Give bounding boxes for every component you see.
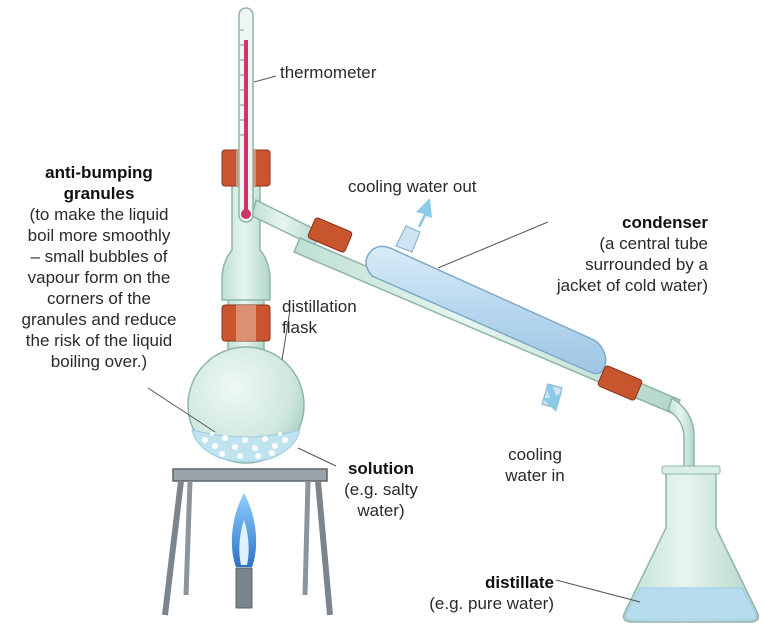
granules-desc-8: boiling over.) <box>50 352 148 371</box>
flask-label-1: distillation <box>282 297 357 316</box>
distillation-flask <box>187 297 305 464</box>
receiving-flask <box>622 465 760 623</box>
distillate-title: distillate <box>485 573 554 592</box>
cooling-water-out-arrow <box>416 198 432 228</box>
thermometer <box>238 7 254 223</box>
granules-desc-4: vapour form on the <box>27 268 171 287</box>
cooling-in-1: cooling <box>508 445 562 464</box>
granules-label: anti-bumping granules (to make the liqui… <box>4 162 194 372</box>
solution-label: solution (e.g. salty water) <box>326 458 436 521</box>
tripod-stand <box>162 468 333 616</box>
granules-desc-5: corners of the <box>47 289 151 308</box>
condenser-desc-3: jacket of cold water) <box>556 276 708 295</box>
granules-desc-3: – small bubbles of <box>30 247 168 266</box>
granules-title-2: granules <box>63 184 135 203</box>
distillate-desc: (e.g. pure water) <box>429 594 554 613</box>
condenser-label: condenser (a central tube surrounded by … <box>540 212 708 296</box>
cooling-water-in-label: cooling water in <box>490 444 580 486</box>
flask-label-2: flask <box>282 318 317 337</box>
condenser <box>293 217 695 516</box>
granules-title-1: anti-bumping <box>45 163 153 182</box>
granules-desc-2: boil more smoothly <box>27 226 171 245</box>
thermometer-label: thermometer <box>280 63 377 82</box>
solution-desc-2: water) <box>357 501 405 520</box>
leader-lines <box>147 75 641 603</box>
cooling-in-2: water in <box>505 466 565 485</box>
solution-title: solution <box>347 459 415 478</box>
condenser-title: condenser <box>622 213 708 232</box>
granules-desc-1: (to make the liquid <box>29 205 169 224</box>
solution-desc-1: (e.g. salty <box>344 480 418 499</box>
cooling-water-out-label: cooling water out <box>348 177 477 196</box>
granules-desc-7: the risk of the liquid <box>25 331 173 350</box>
cooling-water-in-arrow <box>542 384 562 412</box>
condenser-desc-2: surrounded by a <box>585 255 708 274</box>
distillation-flask-label: distillation flask <box>282 296 357 338</box>
distillate-label: distillate (e.g. pure water) <box>408 572 554 614</box>
still-head <box>221 149 321 301</box>
burner-flame <box>231 493 257 609</box>
granules-desc-6: granules and reduce <box>21 310 177 329</box>
condenser-desc-1: (a central tube <box>599 234 708 253</box>
anti-bumping-granules <box>202 432 288 459</box>
